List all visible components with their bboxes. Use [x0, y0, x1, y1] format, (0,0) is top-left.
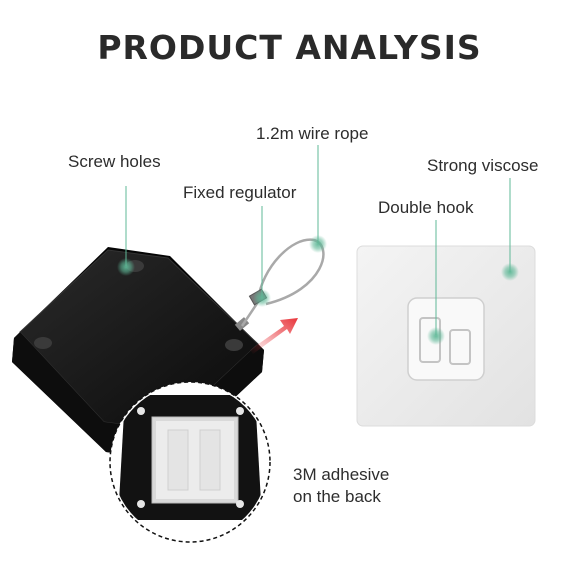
callout-dot-screw-holes	[117, 258, 135, 276]
adhesive-hook-pad	[356, 245, 536, 427]
screw-hole-right	[225, 339, 243, 351]
label-wire-rope: 1.2m wire rope	[256, 124, 369, 143]
callout-dot-double-hook	[427, 327, 445, 345]
callout-dot-wire-rope	[309, 235, 327, 253]
pull-arrow	[250, 318, 298, 354]
label-strong-viscose: Strong viscose	[427, 156, 539, 175]
page-title: PRODUCT ANALYSIS	[97, 28, 482, 67]
wire-rope	[240, 238, 325, 327]
back-inset	[109, 381, 271, 543]
label-fixed-regulator: Fixed regulator	[183, 183, 297, 202]
label-double-hook: Double hook	[378, 198, 474, 217]
screw-hole-left	[34, 337, 52, 349]
label-screw-holes: Screw holes	[68, 152, 161, 171]
label-adhesive-back: 3M adhesive on the back	[293, 465, 390, 506]
callout-dot-strong-viscose	[501, 263, 519, 281]
callout-dot-fixed-regulator	[253, 289, 271, 307]
callout-lines	[125, 145, 511, 335]
